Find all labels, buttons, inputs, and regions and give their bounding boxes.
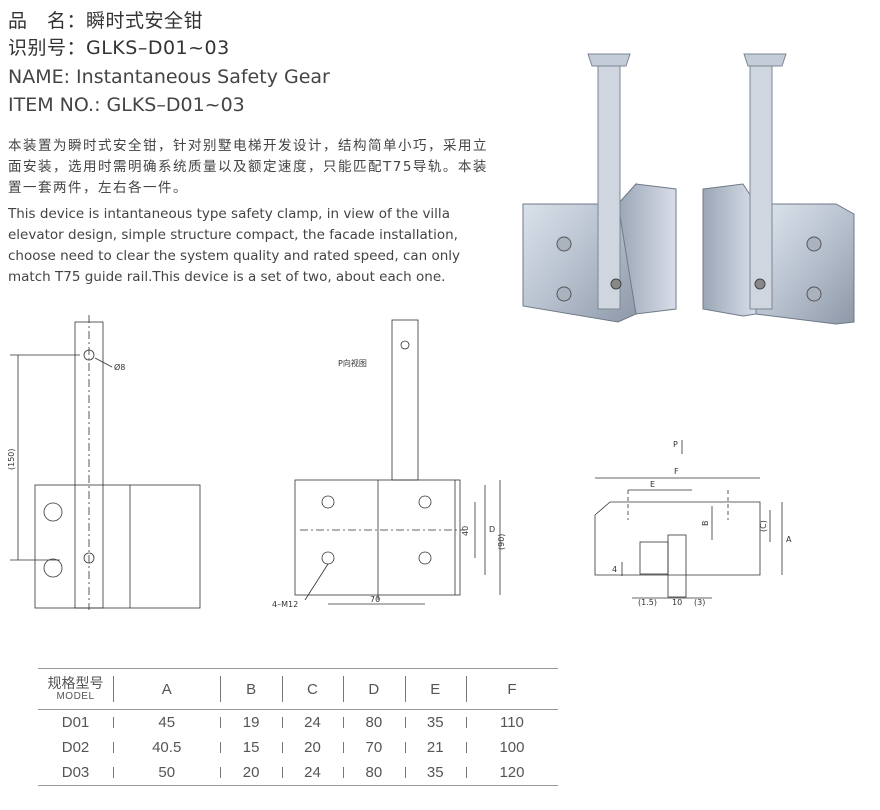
dim-70: 70 — [370, 595, 380, 604]
row-model: D03 — [38, 760, 113, 786]
row-cell: 35 — [404, 760, 466, 786]
dim-1-5: (1.5) — [638, 598, 657, 607]
label-p-view: P向视图 — [338, 358, 367, 368]
row-cell: 70 — [343, 735, 404, 760]
header-col: B — [220, 668, 282, 710]
dim-E: E — [650, 480, 655, 489]
row-cell: 20 — [281, 735, 343, 760]
row-model: D01 — [61, 714, 90, 731]
drawing-front-view: P向视图 4–M12 40 D (90) 70 — [272, 319, 506, 609]
table-row: D03 50 20 24 80 35 120 — [38, 760, 558, 786]
dim-4: 4 — [612, 565, 617, 574]
row-cell: 35 — [404, 710, 466, 736]
row-cell: 120 — [465, 760, 558, 786]
row-cell: 100 — [465, 735, 558, 760]
description-cn: 本装置为瞬时式安全钳，针对别墅电梯开发设计，结构简单小巧，采用立面安装，选用时需… — [8, 138, 488, 196]
dim-F: F — [674, 467, 679, 476]
row-cell: 19 — [220, 710, 281, 736]
product-item-en: ITEM NO.: GLKS–D01~03 — [8, 94, 245, 116]
header-col: C — [281, 668, 344, 710]
row-cell: 50 — [113, 760, 221, 786]
dim-D: D — [489, 525, 495, 534]
row-cell: 80 — [343, 760, 405, 786]
row-cell: 80 — [343, 710, 404, 736]
dim-10: 10 — [672, 598, 682, 607]
dim-A: A — [786, 535, 792, 544]
header-model: 规格型号 MODEL — [38, 668, 113, 710]
spec-table-header: 规格型号 MODEL A B C D E F — [38, 668, 558, 710]
header-col: E — [404, 668, 466, 710]
technical-drawing: Ø8 (150) P向视图 4–M12 40 D (90) 70 P F — [7, 315, 792, 610]
row-cell: 20 — [220, 760, 282, 786]
product-name-cn: 品 名：瞬时式安全钳 — [8, 10, 204, 32]
right-gear-unit — [702, 53, 855, 325]
row-cell: 45 — [113, 710, 220, 736]
drawing-side-view: Ø8 (150) — [7, 315, 201, 610]
dim-m12: 4–M12 — [272, 600, 298, 609]
table-row: D02 40.5 15 20 70 21 100 — [38, 735, 558, 760]
product-name-en: NAME: Instantaneous Safety Gear — [8, 66, 330, 88]
row-cell: 21 — [404, 735, 466, 760]
label-p-arrow: P — [673, 440, 678, 449]
header-col: A — [113, 668, 221, 710]
row-cell: 15 — [220, 735, 281, 760]
row-cell: 110 — [465, 710, 558, 736]
description-en: This device is intantaneous type safety … — [8, 206, 461, 285]
header-col: F — [465, 668, 558, 710]
dim-90: (90) — [497, 534, 506, 550]
header-col: D — [343, 668, 405, 710]
dim-C: (C) — [759, 520, 768, 532]
product-photo — [522, 53, 855, 325]
drawing-top-view: P F E B (C) A 4 (1.5) 10 (3) — [594, 440, 792, 607]
row-model: D02 — [61, 739, 90, 756]
dim-40: 40 — [461, 526, 470, 536]
dim-150: (150) — [7, 448, 16, 470]
left-gear-unit — [522, 53, 677, 323]
dim-diameter: Ø8 — [114, 362, 125, 372]
spec-table: 规格型号 MODEL A B C D E F D01 45 19 24 80 3… — [38, 668, 558, 786]
row-cell: 24 — [281, 710, 343, 736]
table-row: D01 45 19 24 80 35 110 — [38, 710, 558, 736]
product-id-cn: 识别号：GLKS–D01~03 — [8, 37, 230, 59]
dim-B: B — [701, 521, 710, 527]
dim-3: (3) — [694, 598, 705, 607]
row-cell: 24 — [281, 760, 344, 786]
row-cell: 40.5 — [113, 735, 220, 760]
